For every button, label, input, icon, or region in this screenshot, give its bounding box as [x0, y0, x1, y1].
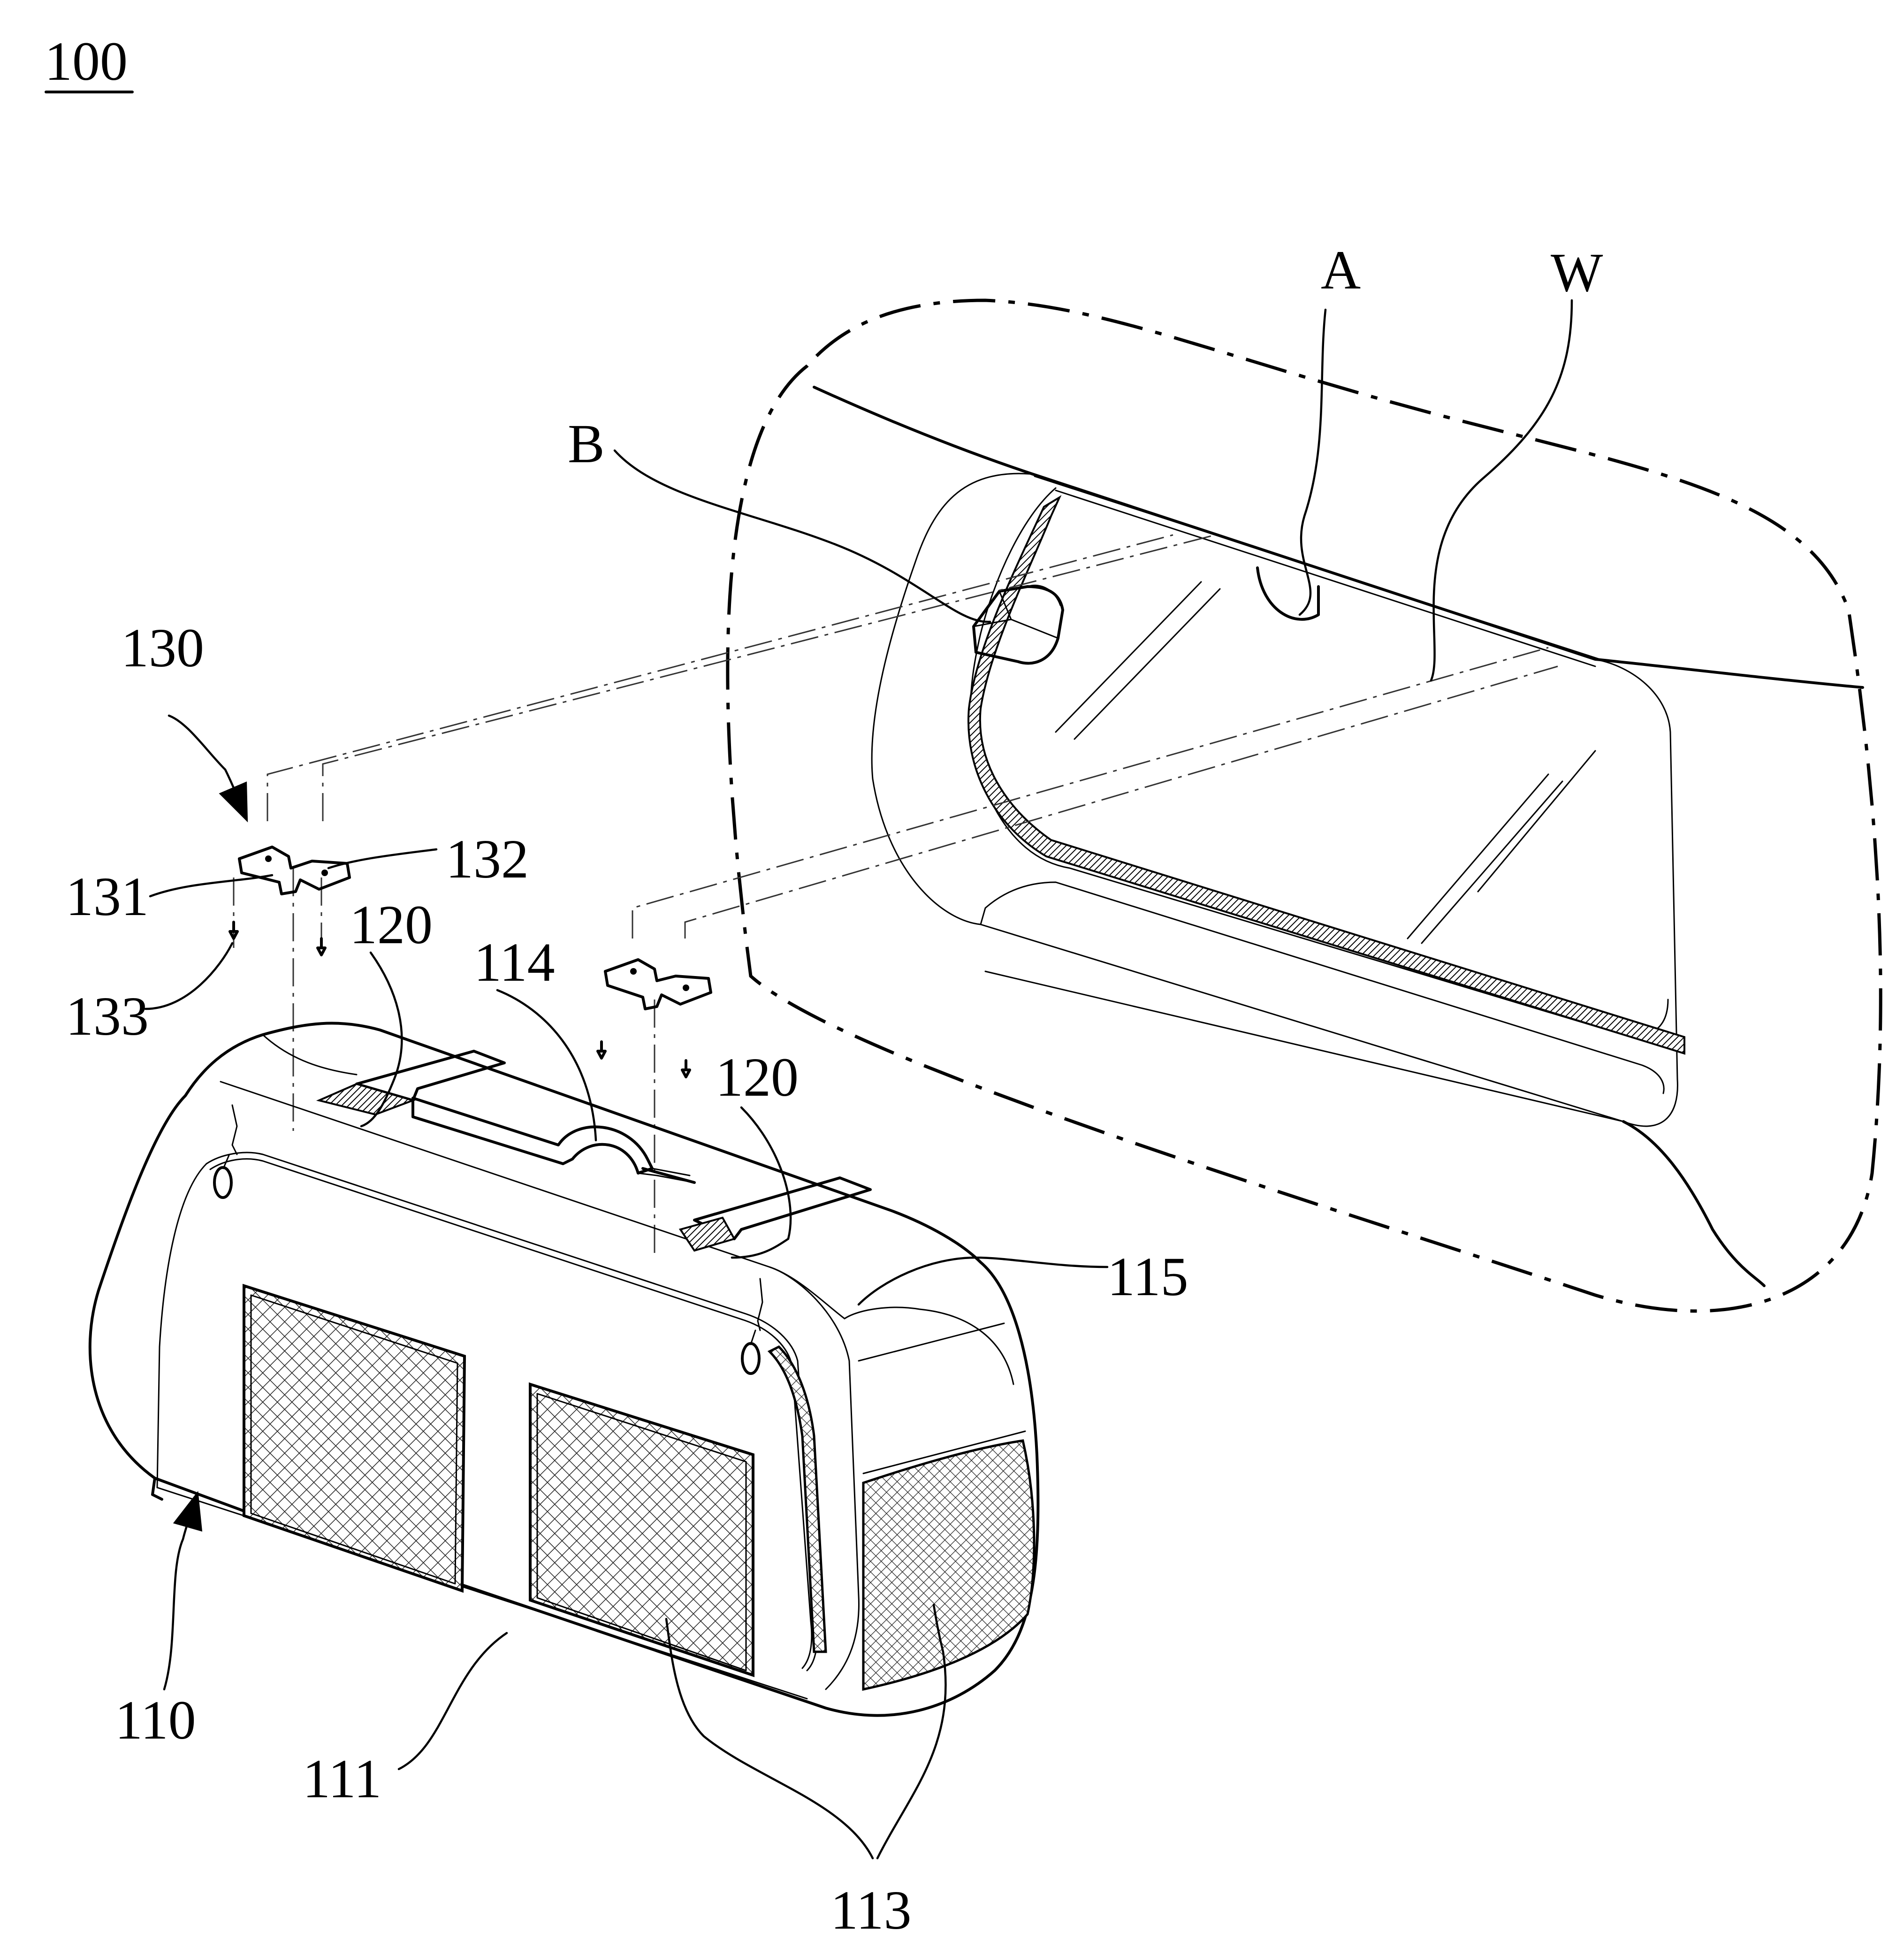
- label-B: B: [568, 413, 605, 474]
- leader-111: [397, 1632, 508, 1770]
- label-110: 110: [115, 1689, 196, 1751]
- strap-right: [641, 1167, 872, 1252]
- lower-trim-edge: [984, 970, 1624, 1122]
- leader-B: [613, 449, 991, 623]
- leader-113-b: [876, 1603, 947, 1860]
- leader-114: [496, 989, 597, 1142]
- hook-b: [972, 584, 1064, 665]
- mesh-pocket-2: [529, 1382, 754, 1678]
- leader-133: [144, 942, 234, 1010]
- bracket-left: [228, 846, 351, 956]
- bag-end-panel: [769, 1266, 860, 1690]
- bag-outline: [88, 1022, 1040, 1717]
- bottom-corner-loop: [151, 1477, 163, 1501]
- window-opening-notch: [1256, 566, 1320, 621]
- leader-130: [168, 714, 248, 823]
- leader-110: [163, 1491, 203, 1691]
- clip-left: [213, 1104, 238, 1199]
- label-W: W: [1551, 242, 1603, 303]
- mesh-pocket-1: [243, 1283, 466, 1593]
- label-132: 132: [446, 828, 529, 890]
- label-111: 111: [303, 1748, 381, 1809]
- reference-labels: A W B 130 131 132 133 120 114 120 115 11…: [66, 239, 1603, 1941]
- label-133: 133: [66, 985, 149, 1047]
- leader-120-left: [360, 951, 403, 1128]
- label-120-right: 120: [716, 1046, 799, 1108]
- leader-131: [149, 874, 274, 898]
- lower-trim: [980, 881, 1665, 1094]
- label-114: 114: [474, 931, 555, 993]
- leader-lines: [144, 299, 1573, 1860]
- bag-top-back-edge: [262, 1034, 358, 1076]
- vehicle-window-detail: [726, 298, 1882, 1313]
- glass-reflections: [1055, 581, 1596, 944]
- bracket-right: [596, 958, 712, 1078]
- clip-right: [741, 1278, 763, 1375]
- leader-W: [1430, 299, 1573, 682]
- label-A: A: [1321, 239, 1361, 301]
- label-113: 113: [830, 1879, 912, 1941]
- bag-end-panel-mid: [858, 1322, 1005, 1362]
- leader-115: [857, 1256, 1109, 1306]
- alignment-lines: [233, 534, 1558, 1258]
- leader-113-a: [665, 1618, 874, 1860]
- detail-boundary: [726, 298, 1882, 1313]
- front-panel-left-edge: [156, 1163, 207, 1488]
- zipper-line-inner: [209, 1158, 813, 1669]
- figure-ref-label: 100: [45, 31, 128, 92]
- bag-body: [88, 1022, 1040, 1717]
- bag-end-panel-outer: [844, 1306, 1014, 1385]
- label-115: 115: [1107, 1246, 1188, 1307]
- window-seal: [967, 495, 1685, 1055]
- label-130: 130: [121, 617, 204, 679]
- end-mesh-pocket: [862, 1439, 1036, 1691]
- leader-A: [1298, 308, 1327, 616]
- label-120-left: 120: [350, 894, 433, 955]
- vehicle-roofline: [813, 386, 1864, 689]
- end-zipper-strip: [767, 1345, 827, 1653]
- upper-trim: [1034, 475, 1601, 667]
- leader-132: [327, 848, 438, 870]
- window-frame-outer: [871, 473, 1678, 1127]
- lower-body-curve: [1622, 1120, 1766, 1287]
- leader-120-right: [731, 1106, 792, 1259]
- strap-left: [316, 1050, 506, 1116]
- figure-ref-group: 100: [45, 31, 134, 93]
- label-131: 131: [66, 866, 149, 927]
